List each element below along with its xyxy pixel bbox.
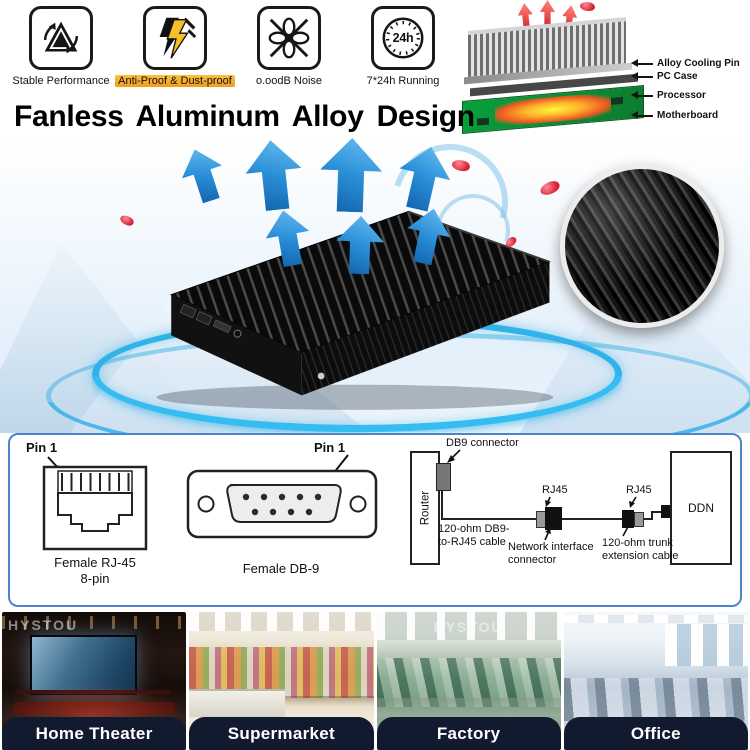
no-noise-icon bbox=[257, 6, 321, 70]
scene-label-factory: Factory bbox=[376, 717, 561, 750]
theater-screen bbox=[29, 635, 137, 695]
db9-caption: Female DB-9 bbox=[242, 561, 320, 576]
rj45-coupler-2 bbox=[622, 510, 634, 528]
cooling-label: Alloy Cooling Pin bbox=[657, 58, 740, 69]
cooling-label-row: Motherboard bbox=[631, 110, 740, 121]
chip bbox=[610, 96, 623, 105]
router-label: Router bbox=[419, 490, 431, 526]
checkout-counter bbox=[189, 689, 286, 717]
factory-ceiling bbox=[376, 612, 561, 640]
scene-label-home-theater: Home Theater bbox=[2, 717, 187, 750]
feature-stable-performance: Stable Performance bbox=[8, 6, 114, 87]
scene-card-home-theater: HYSTOU Home Theater bbox=[2, 612, 187, 750]
watermark: HYSTOU bbox=[433, 619, 504, 635]
network-interface-connector-shape bbox=[545, 507, 562, 530]
stable-performance-icon bbox=[29, 6, 93, 70]
hero-product-section bbox=[0, 138, 750, 433]
office-windows bbox=[665, 624, 748, 666]
left-arrow-icon bbox=[631, 59, 653, 67]
anti-proof-icon bbox=[143, 6, 207, 70]
connector-panel: Pin 1 Female RJ-45 8-pin Pin 1 bbox=[8, 433, 742, 607]
fin-detail-zoom-inset bbox=[560, 164, 724, 328]
scene-label-supermarket: Supermarket bbox=[189, 717, 374, 750]
db9-connector-label: DB9 connector bbox=[446, 437, 519, 449]
feature-label: 7*24h Running bbox=[366, 75, 440, 87]
triangle-arrows-icon bbox=[43, 21, 79, 54]
office-desks bbox=[563, 678, 748, 721]
factory-floor bbox=[376, 697, 561, 717]
theater-seats bbox=[13, 702, 176, 714]
crossed-fan-icon bbox=[268, 17, 310, 59]
rj45-connector-diagram bbox=[42, 456, 148, 551]
cooling-label-row: Alloy Cooling Pin bbox=[631, 58, 740, 69]
network-interface-connector-label: Network interface connector bbox=[508, 541, 594, 566]
ddn-box: DDN bbox=[670, 451, 732, 565]
clock-24h-icon: 24h bbox=[371, 6, 435, 70]
left-arrow-icon bbox=[631, 91, 653, 99]
scene-card-office: Office bbox=[563, 612, 748, 750]
trunk-extension-cable-label: 120-ohm trunk extension cable bbox=[602, 537, 679, 562]
clock-icon bbox=[382, 17, 424, 59]
feature-row: Stable Performance Anti-Proof & Dust-pro… bbox=[8, 6, 456, 87]
lightning-shield-icon bbox=[159, 17, 197, 59]
cooling-label-row: Processor bbox=[631, 90, 740, 101]
router-box: Router bbox=[410, 451, 440, 565]
application-scenes: HYSTOU Home Theater Supermarket HYSTOU F… bbox=[0, 612, 750, 750]
floor-glow bbox=[2, 683, 187, 717]
feature-label: o.oodB Noise bbox=[255, 75, 323, 87]
scene-card-factory: HYSTOU Factory bbox=[376, 612, 561, 750]
network-cable-lines bbox=[441, 449, 661, 541]
feature-24h-running: 24h 7*24h Running bbox=[350, 6, 456, 87]
watermark: HYSTOU bbox=[8, 617, 79, 633]
rj45-pin1-label: Pin 1 bbox=[26, 440, 58, 455]
thermal-map bbox=[495, 92, 611, 127]
feature-label: Stable Performance bbox=[12, 75, 110, 87]
clock-24h-text: 24h bbox=[392, 31, 414, 45]
rj45-caption-line2: 8-pin bbox=[80, 571, 110, 587]
ddn-port bbox=[661, 505, 671, 518]
cooling-exploded-diagram: Alloy Cooling Pin PC Case Processor Moth… bbox=[460, 0, 750, 142]
cooling-label-row: PC Case bbox=[631, 71, 740, 82]
feature-no-noise: o.oodB Noise bbox=[236, 6, 342, 87]
db9-connector-diagram bbox=[186, 454, 378, 539]
ddn-label: DDN bbox=[688, 501, 714, 515]
feature-label: Anti-Proof & Dust-proof bbox=[115, 75, 235, 87]
feature-anti-proof: Anti-Proof & Dust-proof bbox=[115, 6, 235, 87]
petal-decoration bbox=[579, 0, 596, 13]
office-ceiling-lights bbox=[563, 614, 748, 624]
db9-connector-shape bbox=[436, 463, 451, 491]
cooling-labels: Alloy Cooling Pin PC Case Processor Moth… bbox=[631, 58, 740, 121]
cooling-label: Motherboard bbox=[657, 110, 719, 121]
left-arrow-icon bbox=[631, 72, 653, 80]
rj45-caption-line1: Female RJ-45 bbox=[54, 555, 136, 570]
ceiling bbox=[189, 612, 374, 632]
network-wiring-diagram: Router DB9 connector DDN RJ45 RJ45 120-o… bbox=[398, 437, 738, 601]
left-arrow-icon bbox=[631, 111, 653, 119]
ceiling-lights bbox=[2, 616, 187, 629]
scene-card-supermarket: Supermarket bbox=[189, 612, 374, 750]
page-title: Fanless Aluminum Alloy Design bbox=[14, 100, 475, 133]
chip bbox=[477, 117, 490, 126]
rj45-coupler-2-plug bbox=[634, 512, 644, 527]
rj45-label-b: RJ45 bbox=[626, 484, 652, 496]
rj45-label-a: RJ45 bbox=[542, 484, 568, 496]
db9-to-rj45-cable-label: 120-ohm DB9-to-RJ45 cable bbox=[438, 523, 510, 548]
cooling-label: Processor bbox=[657, 90, 706, 101]
db9-pin1-label: Pin 1 bbox=[314, 440, 346, 455]
cooling-label: PC Case bbox=[657, 71, 698, 82]
rj45-caption: Female RJ-45 8-pin bbox=[16, 555, 174, 588]
scene-label-office: Office bbox=[563, 717, 748, 750]
